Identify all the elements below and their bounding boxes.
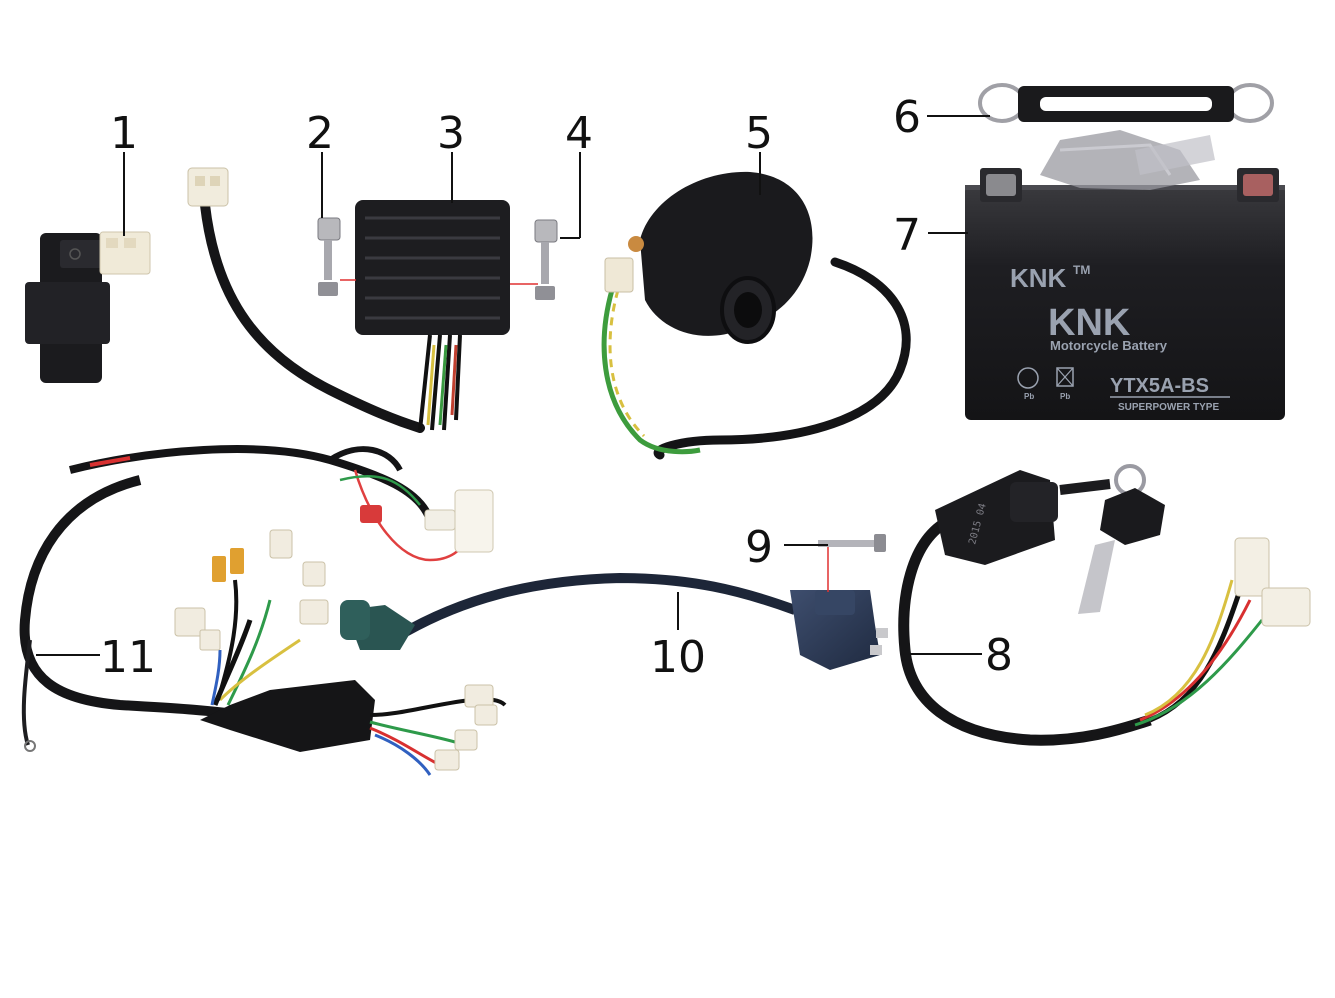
bolt-icon bbox=[317, 217, 341, 296]
callout-6: 6 bbox=[893, 92, 921, 143]
battery-brand-main: KNK bbox=[1048, 302, 1131, 344]
bin-icon bbox=[1056, 367, 1074, 387]
starter-relay-icon bbox=[601, 171, 911, 460]
callout-5: 5 bbox=[745, 108, 773, 159]
battery-pb-1: Pb bbox=[1024, 392, 1034, 401]
battery-subtitle: Motorcycle Battery bbox=[1050, 338, 1168, 353]
ignition-coil-icon bbox=[340, 572, 888, 670]
bolt-icon bbox=[534, 219, 558, 300]
callout-9: 9 bbox=[745, 522, 773, 573]
battery-tm: TM bbox=[1073, 263, 1090, 277]
callout-2: 2 bbox=[306, 108, 334, 159]
ignition-switch-icon: 2015 04 bbox=[898, 464, 1311, 746]
callout-10: 10 bbox=[650, 632, 706, 683]
wire-harness-icon bbox=[19, 445, 507, 776]
callout-3: 3 bbox=[437, 108, 465, 159]
callout-1: 1 bbox=[110, 108, 138, 159]
callout-7: 7 bbox=[893, 210, 921, 261]
battery-model: YTX5A-BS bbox=[1110, 375, 1209, 397]
recycle-icon bbox=[1017, 367, 1039, 389]
callout-4: 4 bbox=[565, 108, 593, 159]
battery-icon: KNK TM KNK Motorcycle Battery YTX5A-BS S… bbox=[965, 130, 1285, 420]
callout-8: 8 bbox=[985, 630, 1013, 681]
battery-brand-top: KNK bbox=[1010, 263, 1067, 293]
battery-strap-icon bbox=[978, 83, 1274, 123]
regulator-rectifier-icon bbox=[187, 167, 510, 433]
battery-pb-2: Pb bbox=[1060, 392, 1070, 401]
bolt-icon bbox=[818, 534, 886, 552]
relay-icon bbox=[25, 231, 151, 383]
battery-type: SUPERPOWER TYPE bbox=[1118, 402, 1219, 413]
callout-11: 11 bbox=[100, 632, 156, 683]
